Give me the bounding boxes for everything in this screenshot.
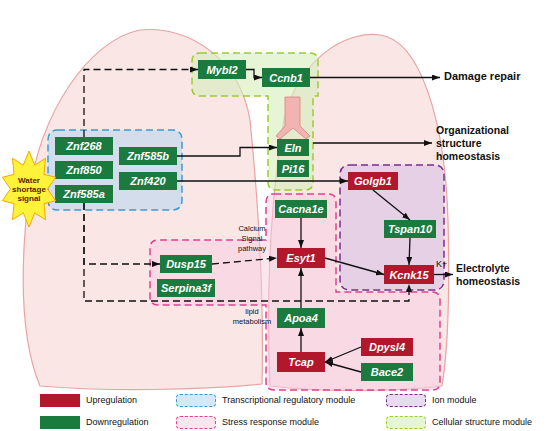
node-text: Cacna1e <box>278 203 323 215</box>
node-text: Ccnb1 <box>269 72 303 84</box>
legend-swatch <box>40 416 80 429</box>
connector-arrow <box>177 180 348 181</box>
node-text: Tcap <box>288 356 313 368</box>
node-text: Mybl2 <box>206 64 237 76</box>
connector-arrow <box>246 70 262 78</box>
downregulated-gene-box: Znf850 <box>55 161 113 179</box>
upregulated-gene-box: Kcnk15 <box>384 265 434 284</box>
outcome-label: Electrolyte homeostasis <box>456 262 548 288</box>
purple-module-outline <box>340 165 444 290</box>
downregulated-gene-box: Cacna1e <box>275 200 327 218</box>
legend-text: Cellular structure module <box>432 416 532 429</box>
downregulated-gene-box: Mybl2 <box>198 60 246 79</box>
legend-swatch <box>386 394 426 407</box>
connector-arrow <box>409 238 410 265</box>
node-text: Znf420 <box>130 175 165 187</box>
node-text: Dpysl4 <box>369 341 405 353</box>
node-text: Apoa4 <box>284 312 318 324</box>
node-text: Golgb1 <box>354 175 392 187</box>
blue-module-outline <box>48 130 182 210</box>
output-arrow <box>434 274 453 275</box>
downregulated-gene-box: Eln <box>277 139 309 156</box>
connector-arrow <box>300 218 301 248</box>
node-text: Znf850 <box>66 164 101 176</box>
annotation-label: Calcium Signal pathway <box>228 224 276 254</box>
connector-arrow <box>325 258 384 275</box>
downregulated-gene-box: Znf585a <box>55 185 113 203</box>
annotation-label: lipid metabolism <box>230 307 274 327</box>
node-text: Znf585b <box>127 150 169 162</box>
downregulated-gene-box: Pi16 <box>277 160 309 177</box>
connector-arrow <box>325 362 361 372</box>
outcome-label: Organizational structure homeostasis <box>436 124 548 163</box>
legend-text: Upregulation <box>86 394 137 407</box>
downregulated-gene-box: Znf585b <box>119 147 177 165</box>
connector-arrow <box>300 328 301 352</box>
pink-module-outline <box>150 194 440 390</box>
upregulated-gene-box: Esyt1 <box>277 248 325 268</box>
green-module-outline <box>192 53 318 190</box>
legend-text: Ion module <box>432 394 477 407</box>
downregulated-gene-box: Apoa4 <box>277 308 325 328</box>
node-text: Dusp15 <box>166 258 206 270</box>
downregulated-gene-box: Znf420 <box>119 172 177 190</box>
legend-text: Transcriptional regulatory module <box>222 394 355 407</box>
connector-arrow <box>300 268 301 308</box>
output-arrow <box>313 142 432 143</box>
downregulated-gene-box: Tspan10 <box>384 220 436 238</box>
node-text: Eln <box>284 142 301 154</box>
node-text: Water shortage signal <box>11 176 47 203</box>
legend-swatch <box>176 394 216 407</box>
signal-star: Water shortage signal <box>0 150 58 228</box>
upregulated-gene-box: Golgb1 <box>348 172 398 190</box>
connector-arrow <box>325 347 361 362</box>
dashed-connector <box>212 258 277 264</box>
downregulated-gene-box: Znf268 <box>55 137 113 155</box>
node-text: Kcnk15 <box>389 269 428 281</box>
upregulated-gene-box: Tcap <box>277 352 325 372</box>
node-text: Pi16 <box>282 163 305 175</box>
legend-text: Stress response module <box>222 416 319 429</box>
node-text: Serpina3f <box>161 282 211 294</box>
downregulated-gene-box: Serpina3f <box>157 279 215 297</box>
dashed-connector <box>84 70 198 138</box>
legend-text: Downregulation <box>86 416 149 429</box>
connector-arrow <box>373 190 410 220</box>
node-text: Bace2 <box>371 366 403 378</box>
node-text: Tspan10 <box>388 223 432 235</box>
legend-swatch <box>40 394 80 407</box>
outcome-label: Damage repair <box>444 70 548 84</box>
star-outline <box>2 151 55 227</box>
node-text: Esyt1 <box>286 252 315 264</box>
trachea <box>276 97 310 139</box>
dashed-connector <box>84 203 409 301</box>
downregulated-gene-box: Ccnb1 <box>262 68 310 87</box>
downregulated-gene-box: Dusp15 <box>160 255 212 273</box>
upregulated-gene-box: Dpysl4 <box>361 338 413 356</box>
dashed-connector <box>84 203 160 264</box>
annotation-label: K+ <box>436 259 456 271</box>
node-text: Znf268 <box>66 140 101 152</box>
downregulated-gene-box: Bace2 <box>361 363 413 381</box>
node-text: Znf585a <box>63 188 105 200</box>
legend-swatch <box>176 416 216 429</box>
output-arrow <box>310 77 440 78</box>
legend-swatch <box>386 416 426 429</box>
connector-arrow <box>177 148 277 157</box>
